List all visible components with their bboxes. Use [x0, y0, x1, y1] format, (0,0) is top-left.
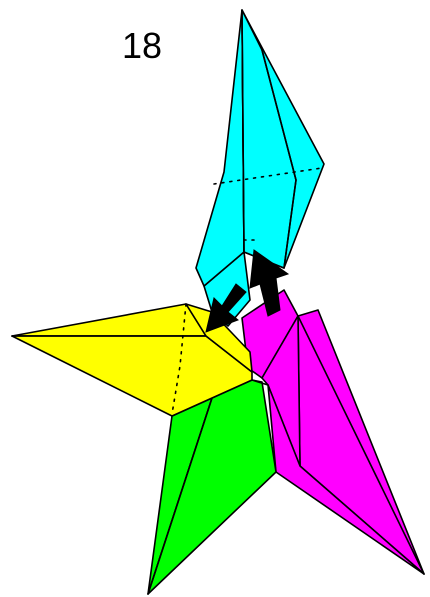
yellow-upper-face [12, 304, 206, 336]
cyan-left-face [196, 10, 244, 286]
